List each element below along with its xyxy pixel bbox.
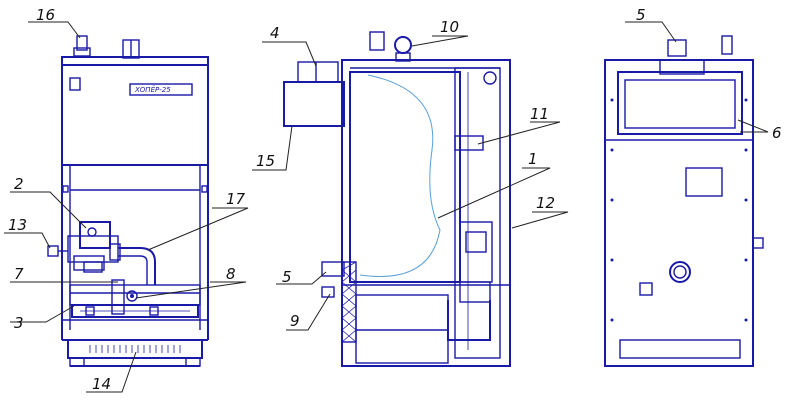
- rear-side-nozzle: [752, 237, 764, 249]
- rear-pipe-outlet: [669, 261, 691, 283]
- callout-8: 8: [226, 265, 236, 283]
- callout-12: 12: [536, 194, 555, 212]
- callout-9: 9: [290, 312, 300, 330]
- callout-13: 13: [8, 216, 27, 234]
- callout-7: 7: [14, 265, 24, 283]
- callout-5-rear: 5: [636, 6, 646, 24]
- draft-sensor-10: [394, 36, 412, 54]
- nameplate-text: ХОПЁР-25: [134, 85, 171, 94]
- rear-base: [619, 339, 741, 359]
- rear-screws: [610, 98, 748, 322]
- callout-3: 3: [14, 314, 24, 332]
- callout-11: 11: [530, 105, 549, 123]
- rear-view: [604, 35, 764, 367]
- pilot-burner-8: [126, 290, 138, 302]
- side-section-view: [283, 31, 511, 367]
- sensor-9: [321, 286, 335, 298]
- gas-valve-2: [79, 221, 111, 249]
- callout-1: 1: [528, 150, 538, 168]
- flue-opening-6: [617, 71, 743, 135]
- panel-indicator: [69, 77, 81, 91]
- top-valve-mid: [369, 31, 385, 51]
- callout-6: 6: [772, 124, 782, 142]
- front-view-open: ХОПЁР-25: [47, 35, 209, 367]
- callout-10: 10: [440, 18, 459, 36]
- callout-labels: 16 2 13 7 3 17 8 14 4 15 10 11 1 12 5 9 …: [8, 6, 782, 393]
- rear-drain: [639, 282, 653, 296]
- gas-pipe-rear: [447, 300, 491, 341]
- base-vents: [89, 345, 181, 353]
- callout-17: 17: [226, 190, 246, 208]
- combustion-chamber: [355, 294, 449, 364]
- base-14: [67, 339, 203, 359]
- callout-2: 2: [14, 175, 24, 193]
- top-valve-16: [76, 35, 88, 51]
- water-level-curve: [359, 74, 441, 277]
- rear-top-valve: [721, 35, 733, 55]
- callout-4: 4: [270, 24, 280, 42]
- callout-14: 14: [92, 375, 111, 393]
- rear-inspection-plate: [685, 167, 723, 197]
- nameplate: [129, 83, 193, 96]
- sensor-5-side: [321, 261, 345, 277]
- control-panel-housing: [61, 64, 209, 166]
- gas-pipe-17: [118, 247, 156, 285]
- rear-housing: [604, 59, 754, 367]
- leader-lines: [4, 21, 769, 393]
- flue-hood-15: [283, 81, 345, 127]
- main-burner-3: [71, 304, 199, 318]
- burner-tray: [69, 284, 201, 306]
- callout-16: 16: [36, 6, 55, 24]
- rear-panel: [454, 67, 501, 359]
- rear-top-sensor-5: [667, 39, 687, 57]
- thermocouple-7: [111, 279, 125, 315]
- flue-sensor-4: [297, 61, 339, 83]
- callout-5-side: 5: [282, 268, 292, 286]
- boiler-housing: [341, 59, 511, 367]
- flue-collar: [659, 59, 705, 75]
- heat-exchanger-1: [349, 71, 461, 283]
- callout-15: 15: [256, 152, 275, 170]
